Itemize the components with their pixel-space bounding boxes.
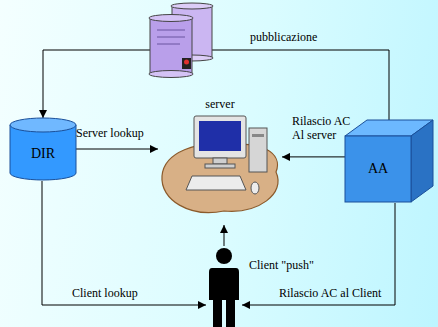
screen [199,121,241,151]
seal [182,58,191,69]
edge-label: Rilascio AC Al server [292,115,354,143]
cylinder-body [10,125,76,180]
text-area: AA [345,120,433,202]
monitor-base [205,164,235,168]
person-body [209,268,239,300]
text-line [157,44,180,45]
text-area: DIR [10,118,76,180]
cube-front [345,136,411,202]
server-node: server [158,98,282,222]
monitor-stand [213,158,227,164]
person-head [216,248,232,264]
document-sheet [150,18,192,74]
scroll-curl [149,15,193,22]
authority-cube-outline [345,120,433,202]
authority-cube: AA [345,120,433,202]
lookup-arrow [42,181,206,305]
connector [282,156,345,157]
flow-label: Client lookup [72,287,138,301]
release-arrow [242,203,395,305]
connector [76,149,158,150]
person-leg [226,298,235,327]
drive [252,134,264,137]
scroll-curl [171,3,213,9]
cube-side [411,120,433,202]
cylinder-top [10,118,76,132]
node-label: DIR [31,146,55,162]
directory-cylinder: DIR [10,118,76,180]
monitor [194,116,246,158]
node-label: AA [368,161,388,177]
flow-label: Client "push" [249,259,314,273]
certificate-icon [149,3,213,78]
connector [43,50,389,120]
scroll-curl [149,71,193,78]
seal [184,60,189,65]
edge-label: Server lookup [76,127,144,141]
person-leg [213,298,222,327]
text-line [157,37,185,38]
computer-icon [162,116,278,213]
person-icon [209,248,239,327]
mouse [251,182,259,194]
flow-label: Rilascio AC al Client [279,287,381,301]
text-line [157,30,185,31]
tower [249,128,267,172]
edge-label: pubblicazione [250,31,317,45]
text-area: server [158,98,282,222]
node-label: server [205,98,234,112]
keyboard [186,176,246,190]
push-arrow [224,225,225,246]
